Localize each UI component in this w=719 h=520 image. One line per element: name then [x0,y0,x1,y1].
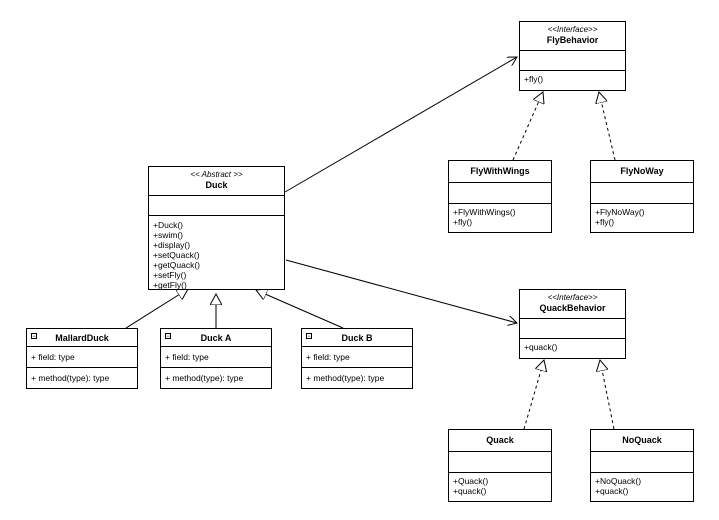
class-duck[interactable]: << Abstract >> Duck +Duck() +swim() +dis… [148,166,285,290]
class-name: MallardDuck [55,333,109,343]
generalization-mallardduck [125,289,188,329]
operation: +getFly() [153,280,187,290]
class-quack[interactable]: Quack +Quack() +quack() [448,429,552,502]
class-flynoway[interactable]: FlyNoWay +FlyNoWay() +fly() [590,160,694,233]
attribute: + field: type [306,352,350,362]
class-mallardduck[interactable]: − MallardDuck + field: type + method(typ… [26,328,138,389]
realization-flywithwings [512,92,543,161]
attributes-section [591,452,693,473]
attributes-section [520,51,625,71]
class-header: NoQuack [591,430,693,452]
operation: +Duck() [153,220,183,230]
operation: +quack() [524,342,558,352]
stereotype-label: <<Interface>> [547,293,598,302]
class-header: FlyNoWay [591,161,693,183]
association-duck-flybehavior [284,57,517,193]
operation: + method(type): type [306,373,385,383]
class-name: FlyWithWings [470,166,530,176]
attributes-section: + field: type [27,347,137,368]
class-header: <<Interface>> QuackBehavior [520,290,625,319]
class-noquack[interactable]: NoQuack +NoQuack() +quack() [590,429,694,502]
class-flybehavior[interactable]: <<Interface>> FlyBehavior +fly() [519,21,626,91]
operations-section: +Duck() +swim() +display() +setQuack() +… [149,216,284,293]
operation: +Quack() [453,476,489,486]
operations-section: + method(type): type [161,368,271,386]
attributes-section [449,183,551,204]
operation: +getQuack() [153,260,201,270]
collapse-icon[interactable]: − [306,333,312,340]
class-quackbehavior[interactable]: <<Interface>> QuackBehavior +quack() [519,289,626,359]
realization-quack [523,360,544,430]
operation: +setQuack() [153,250,200,260]
operations-section: +FlyNoWay() +fly() [591,204,693,230]
collapse-icon[interactable]: − [31,333,37,340]
operation: +quack() [595,486,629,496]
attributes-section [149,196,284,216]
operation: +FlyWithWings() [453,207,516,217]
operation: +fly() [595,217,615,227]
operations-section: +quack() [520,339,625,355]
operation: +setFly() [153,270,187,280]
class-name: FlyBehavior [546,35,599,45]
class-name: Duck [205,180,228,190]
class-header: << Abstract >> Duck [149,167,284,196]
generalization-duckb [256,290,344,329]
attributes-section [591,183,693,204]
operations-section: +fly() [520,71,625,87]
attributes-section [520,319,625,339]
collapse-icon[interactable]: − [165,333,171,340]
attributes-section [449,452,551,473]
class-name: Duck A [200,333,232,343]
operation: + method(type): type [31,373,110,383]
attributes-section: + field: type [302,347,412,368]
attribute: + field: type [31,352,75,362]
association-duck-quackbehavior [285,259,517,323]
realization-flynoway [599,92,616,161]
class-header: Duck B [302,329,412,347]
class-header: Duck A [161,329,271,347]
class-header: <<Interface>> FlyBehavior [520,22,625,51]
class-name: FlyNoWay [620,166,664,176]
stereotype-label: <<Interface>> [547,25,598,34]
stereotype-label: << Abstract >> [190,170,243,179]
class-duck-a[interactable]: − Duck A + field: type + method(type): t… [160,328,272,389]
class-name: Quack [486,435,514,445]
class-header: FlyWithWings [449,161,551,183]
attribute: + field: type [165,352,209,362]
operation: +fly() [453,217,473,227]
operation: +NoQuack() [595,476,642,486]
class-flywithwings[interactable]: FlyWithWings +FlyWithWings() +fly() [448,160,552,233]
operations-section: +FlyWithWings() +fly() [449,204,551,230]
operation: +swim() [153,230,183,240]
class-name: NoQuack [622,435,662,445]
class-header: Quack [449,430,551,452]
operation: +quack() [453,486,487,496]
class-name: QuackBehavior [539,303,606,313]
operation: +FlyNoWay() [595,207,645,217]
operation: + method(type): type [165,373,244,383]
class-name: Duck B [341,333,373,343]
realization-noquack [600,360,615,430]
operation: +fly() [524,74,544,84]
operations-section: + method(type): type [302,368,412,386]
operations-section: + method(type): type [27,368,137,386]
class-header: MallardDuck [27,329,137,347]
operations-section: +NoQuack() +quack() [591,473,693,499]
attributes-section: + field: type [161,347,271,368]
class-duck-b[interactable]: − Duck B + field: type + method(type): t… [301,328,413,389]
operations-section: +Quack() +quack() [449,473,551,499]
operation: +display() [153,240,191,250]
